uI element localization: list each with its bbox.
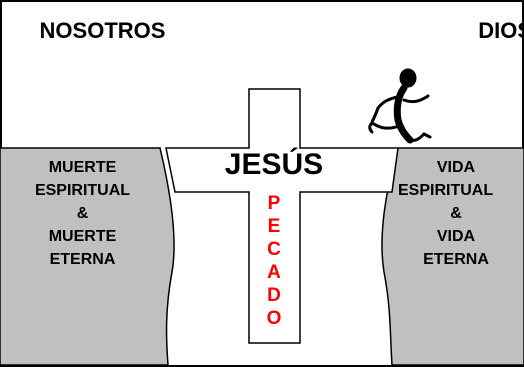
- right-cliff-text: VIDA ESPIRITUAL & VIDA ETERNA: [388, 156, 524, 271]
- right-cliff-line: ESPIRITUAL: [398, 182, 494, 199]
- running-stick-figure-icon: [368, 68, 432, 144]
- left-cliff-line: MUERTE: [48, 228, 117, 245]
- dios-label: DIOS: [478, 18, 524, 43]
- left-cliff-line: ETERNA: [49, 251, 116, 268]
- left-cliff-text: MUERTE ESPIRITUAL & MUERTE ETERNA: [0, 156, 165, 271]
- cross-shape: [165, 88, 399, 344]
- pecado-letter: E: [267, 216, 281, 237]
- pecado-letter: O: [266, 308, 282, 329]
- right-cliff-line: VIDA: [436, 159, 476, 176]
- right-cliff-line: VIDA: [436, 228, 476, 245]
- left-cliff-line: &: [76, 205, 89, 222]
- pecado-letter: D: [267, 285, 281, 306]
- left-cliff: [0, 147, 175, 366]
- left-cliff-line: ESPIRITUAL: [34, 182, 131, 199]
- pecado-letter: P: [267, 193, 281, 214]
- right-cliff-line: ETERNA: [423, 251, 489, 268]
- pecado-letter: A: [267, 262, 281, 283]
- jesus-label: JESÚS: [224, 148, 324, 181]
- right-cliff-line: &: [450, 205, 462, 222]
- nosotros-label: NOSOTROS: [39, 18, 166, 43]
- pecado-vertical-text: P E C A D O: [249, 192, 299, 330]
- pecado-letter: C: [267, 239, 281, 260]
- left-cliff-line: MUERTE: [48, 159, 117, 176]
